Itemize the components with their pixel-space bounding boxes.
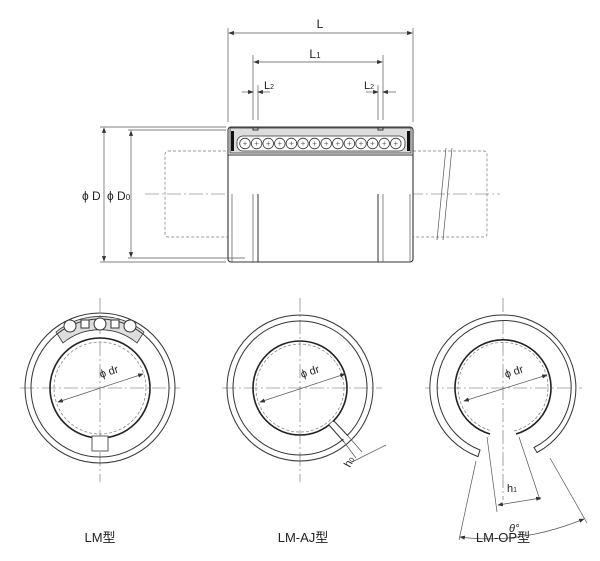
dim-L1-label: L1 — [309, 47, 321, 61]
dim-D0-label: ϕ D0 — [107, 189, 131, 203]
seal-right — [407, 131, 410, 151]
ball-center-mark — [359, 141, 363, 146]
dim-dr-label: ϕ dr — [299, 363, 321, 380]
ball-center-mark — [277, 141, 282, 146]
dim-theta — [459, 518, 585, 540]
ball-center-mark — [312, 141, 317, 146]
side-view: L L1 L2 L2 ϕ D ϕ D0 — [82, 17, 500, 263]
dim-h0 — [351, 444, 387, 463]
inscribed-circle — [457, 342, 549, 432]
dim-h1 — [497, 496, 542, 507]
ball-center-mark — [382, 141, 387, 146]
ball-center-mark — [266, 141, 271, 146]
dim-dr-label: ϕ dr — [98, 363, 120, 380]
ball-cross-section — [63, 317, 137, 333]
type-label-lm: LM型 — [84, 530, 116, 545]
groove-right — [377, 127, 384, 131]
type-label-lm-op: LM-OP型 — [475, 530, 531, 545]
bore — [252, 340, 348, 436]
ball-center-mark — [347, 141, 352, 146]
inscribed-circle — [53, 341, 147, 435]
ball-center-mark — [243, 141, 247, 146]
adjust-slit — [329, 421, 348, 440]
lm-aj-type-section: h0 ϕ dr — [222, 298, 387, 482]
dim-theta-label: θ° — [509, 523, 520, 535]
ball-center-mark — [289, 141, 294, 146]
dim-dr — [259, 373, 346, 403]
dim-h1-label: h1 — [507, 483, 517, 495]
bushing-body — [227, 126, 414, 263]
groove-left — [252, 127, 259, 131]
type-label-lm-aj: LM-AJ型 — [277, 530, 329, 545]
dim-h0-label: h0 — [342, 455, 357, 470]
ball-row — [239, 137, 402, 150]
seal-left — [231, 131, 234, 151]
dim-dr-label: ϕ dr — [503, 363, 525, 380]
ball-center-mark — [254, 141, 259, 146]
outer-ring — [24, 312, 176, 464]
bore-open — [454, 338, 552, 435]
dim-L-label: L — [317, 17, 324, 31]
dim-dr — [463, 374, 548, 402]
dim-dr — [57, 373, 144, 403]
dim-L2-left-label: L2 — [264, 80, 274, 92]
ball-circuit-shade — [55, 316, 145, 344]
dim-L2-right-label: L2 — [364, 80, 374, 92]
outer-ring-open — [429, 314, 577, 458]
slot — [91, 435, 109, 452]
ball-center-mark — [301, 141, 305, 146]
ball-center-mark — [324, 141, 329, 146]
ball-center-mark — [370, 141, 375, 146]
lm-type-section: ϕ dr — [20, 298, 180, 482]
lm-op-type-section: h1 θ° ϕ dr — [425, 298, 588, 541]
ball-center-mark — [393, 141, 398, 146]
dim-D-label: ϕ D — [82, 189, 101, 203]
outer-ring — [226, 314, 374, 462]
ball-center-mark — [335, 141, 340, 146]
outer-ring-inner — [232, 320, 368, 456]
shaft-break-line — [442, 147, 453, 241]
